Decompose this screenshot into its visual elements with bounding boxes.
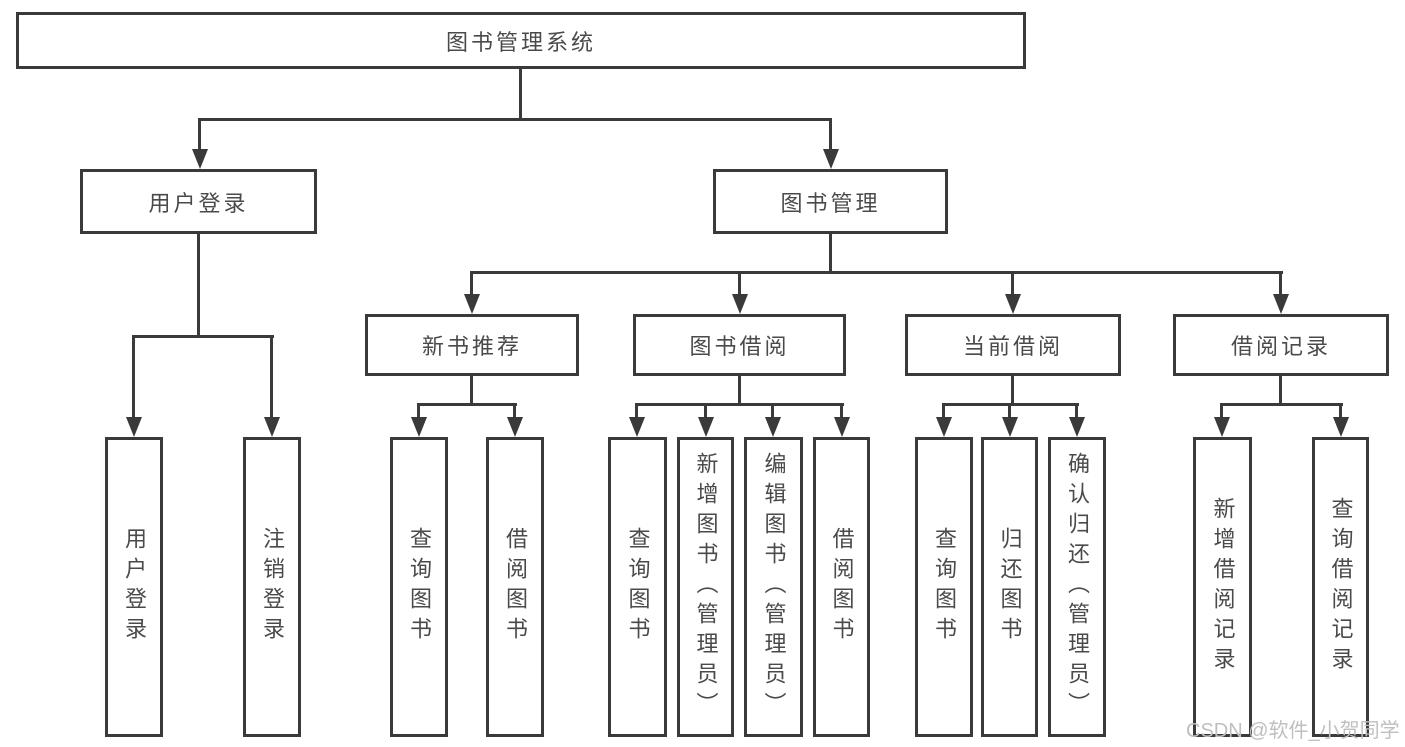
connector-segment <box>1220 406 1223 417</box>
arrow-down-icon <box>192 149 208 169</box>
connector-segment <box>1011 376 1014 406</box>
connector-segment <box>417 406 420 417</box>
connector-segment <box>513 406 516 417</box>
connector-segment <box>1279 274 1282 294</box>
leaf-borrow-book-2: 借阅图书 <box>813 437 870 737</box>
arrow-down-icon <box>936 417 952 437</box>
arrow-down-icon <box>765 417 781 437</box>
arrow-down-icon <box>411 417 427 437</box>
leaf-logout: 注销登录 <box>243 437 301 737</box>
node-new-book-recommend-label: 新书推荐 <box>421 334 522 359</box>
connector-segment <box>198 118 832 121</box>
connector-segment <box>417 403 517 406</box>
connector-segment <box>829 121 832 149</box>
leaf-borrow-book-2-label: 借阅图书 <box>829 527 855 647</box>
leaf-query-book-3-label: 查询图书 <box>932 527 957 647</box>
connector-segment <box>738 274 741 294</box>
leaf-add-borrow-record-label: 新增借阅记录 <box>1210 497 1236 677</box>
leaf-user-login-label: 用户登录 <box>122 527 147 647</box>
connector-segment <box>132 338 135 417</box>
leaf-edit-book-admin-label: 编辑图书（管理员） <box>761 452 787 722</box>
leaf-add-book-admin: 新增图书（管理员） <box>677 437 734 737</box>
leaf-confirm-return-admin: 确认归还（管理员） <box>1048 437 1106 737</box>
arrow-down-icon <box>1214 417 1230 437</box>
node-current-borrowing: 当前借阅 <box>905 314 1121 376</box>
node-book-borrowing-label: 图书借阅 <box>689 334 790 359</box>
connector-segment <box>1075 406 1078 417</box>
leaf-edit-book-admin: 编辑图书（管理员） <box>744 437 803 737</box>
node-user-login-label: 用户登录 <box>148 190 249 216</box>
leaf-logout-label: 注销登录 <box>260 527 285 647</box>
watermark: CSDN @软件_小贺同学 <box>1186 720 1400 742</box>
connector-segment <box>942 403 1079 406</box>
node-book-borrowing: 图书借阅 <box>633 314 846 376</box>
arrow-down-icon <box>732 294 748 314</box>
arrow-down-icon <box>1273 294 1289 314</box>
arrow-down-icon <box>698 417 714 437</box>
leaf-query-book-1: 查询图书 <box>390 437 448 737</box>
connector-segment <box>1339 406 1342 417</box>
arrow-down-icon <box>464 294 480 314</box>
node-user-login: 用户登录 <box>80 169 317 234</box>
connector-segment <box>270 338 273 417</box>
node-book-management: 图书管理 <box>713 169 948 234</box>
arrow-down-icon <box>126 417 142 437</box>
connector-segment <box>738 376 741 406</box>
connector-segment <box>829 234 832 274</box>
leaf-user-login: 用户登录 <box>105 437 163 737</box>
arrow-down-icon <box>834 417 850 437</box>
arrow-down-icon <box>1069 417 1085 437</box>
node-borrowing-records: 借阅记录 <box>1173 314 1389 376</box>
leaf-query-borrow-record: 查询借阅记录 <box>1312 437 1369 737</box>
arrow-down-icon <box>1005 294 1021 314</box>
arrow-down-icon <box>629 417 645 437</box>
leaf-query-book-3: 查询图书 <box>915 437 973 737</box>
node-library-system-label: 图书管理系统 <box>445 29 596 55</box>
connector-segment <box>519 69 522 121</box>
leaf-confirm-return-admin-label: 确认归还（管理员） <box>1065 452 1090 722</box>
leaf-query-book-2: 查询图书 <box>608 437 667 737</box>
leaf-borrow-book-1-label: 借阅图书 <box>503 527 528 647</box>
connector-segment <box>635 406 638 417</box>
leaf-return-book: 归还图书 <box>981 437 1038 737</box>
connector-segment <box>197 234 200 338</box>
node-current-borrowing-label: 当前借阅 <box>962 334 1063 359</box>
connector-segment <box>470 271 1283 274</box>
arrow-down-icon <box>823 149 839 169</box>
leaf-query-book-1-label: 查询图书 <box>407 527 432 647</box>
connector-segment <box>840 406 843 417</box>
connector-segment <box>1279 376 1282 406</box>
node-new-book-recommend: 新书推荐 <box>365 314 579 376</box>
node-library-system: 图书管理系统 <box>16 12 1026 69</box>
connector-segment <box>470 376 473 406</box>
leaf-add-book-admin-label: 新增图书（管理员） <box>693 452 719 722</box>
leaf-return-book-label: 归还图书 <box>997 527 1023 647</box>
node-book-management-label: 图书管理 <box>780 190 881 216</box>
leaf-query-book-2-label: 查询图书 <box>625 527 651 647</box>
arrow-down-icon <box>1333 417 1349 437</box>
connector-segment <box>132 335 274 338</box>
connector-segment <box>635 403 844 406</box>
connector-segment <box>1011 274 1014 294</box>
leaf-add-borrow-record: 新增借阅记录 <box>1193 437 1252 737</box>
connector-segment <box>942 406 945 417</box>
connector-segment <box>470 274 473 294</box>
leaf-borrow-book-1: 借阅图书 <box>486 437 544 737</box>
connector-segment <box>1220 403 1343 406</box>
connector-segment <box>771 406 774 417</box>
connector-segment <box>704 406 707 417</box>
arrow-down-icon <box>264 417 280 437</box>
leaf-query-borrow-record-label: 查询借阅记录 <box>1328 497 1354 677</box>
arrow-down-icon <box>507 417 523 437</box>
connector-segment <box>198 121 201 149</box>
arrow-down-icon <box>1002 417 1018 437</box>
node-borrowing-records-label: 借阅记录 <box>1230 334 1331 359</box>
connector-segment <box>1008 406 1011 417</box>
